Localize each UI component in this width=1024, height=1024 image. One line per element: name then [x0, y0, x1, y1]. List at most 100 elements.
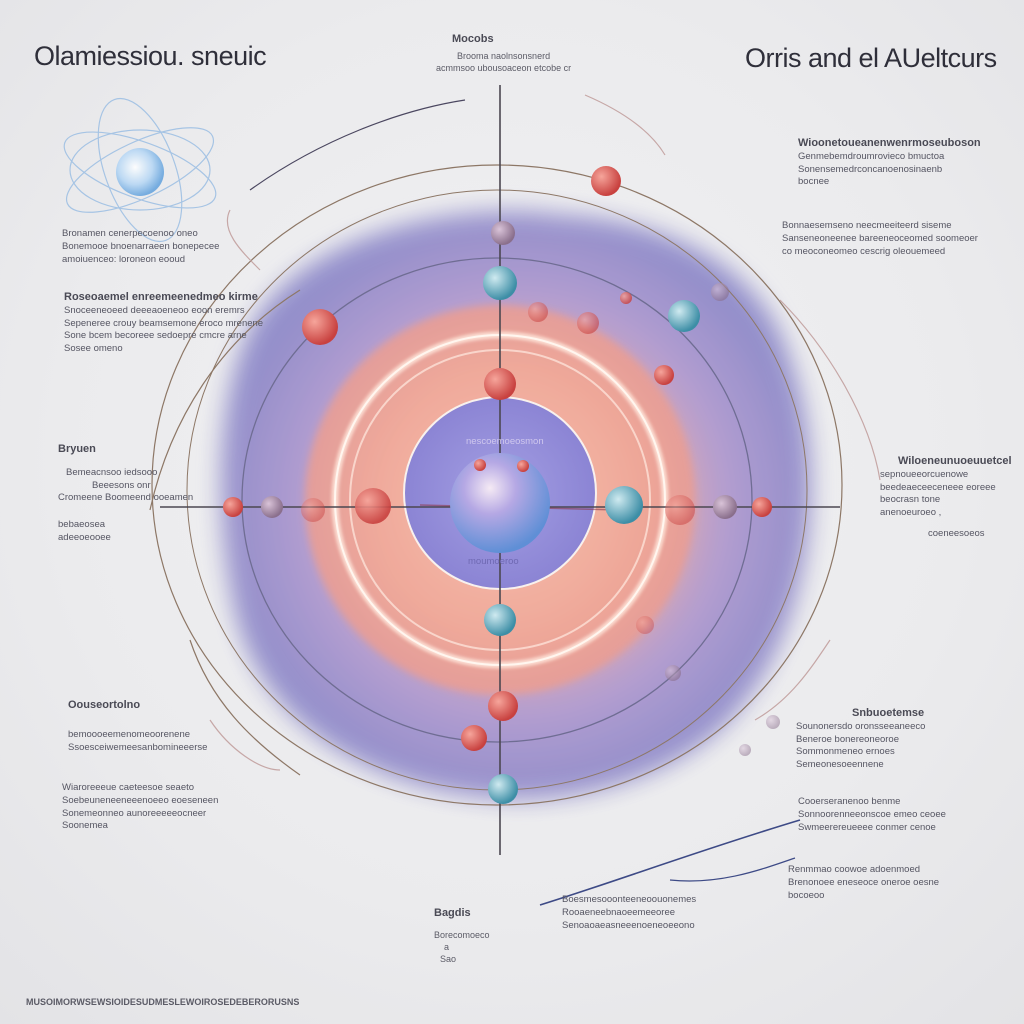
particle-red — [223, 497, 243, 517]
particle-teal — [668, 300, 700, 332]
annotation-line: Snoceeneoeed deeeaoeneoo eoon eremrs — [64, 304, 245, 316]
annotation-line: adeeoeooee — [58, 532, 111, 544]
annotation-line: Bemeacnsoo iedsooo — [66, 466, 158, 478]
annotation-line: bemoooeemenomeoorenene — [68, 728, 191, 740]
annotation-line: Swmeerereueeee conmer cenoe — [798, 821, 936, 833]
annotation-left-upper: Bronamen cenerpecoenoo oneo Bonemooe bno… — [62, 228, 219, 266]
particle-mauve — [766, 715, 780, 729]
annotation-left-mid: Roseoaemel enreemeenedmeo kirme Snoceene… — [64, 290, 263, 356]
annotation-line: Cooerseranenoo benme — [798, 796, 901, 807]
particle-red — [488, 691, 518, 721]
annotation-line: Sounonersdo oronsseeaneeco — [796, 720, 926, 732]
annotation-line: Sonnoorenneeonscoe emeo ceoee — [798, 808, 946, 820]
annotation-right-bottom: Cooerseranenoo benme Sonnoorenneeonscoe … — [798, 796, 946, 834]
orbit-outer — [151, 164, 843, 806]
particle-red — [665, 495, 695, 525]
orbit-3 — [241, 257, 753, 743]
particles — [223, 166, 780, 804]
annotation-line: beocrasn tone — [880, 494, 941, 506]
particle-red — [577, 312, 599, 334]
particle-mauve — [739, 744, 751, 756]
annotation-line: Sonemeonneo aunoreeeeeocneer — [62, 807, 207, 819]
annotation-line: Cromeene Boomeend ooeamen — [58, 492, 194, 504]
annotation-line: Senoaoaeasneeenoeneoeeono — [562, 919, 695, 931]
annotation-heading: Roseoaemel enreemeenedmeo kirme — [64, 291, 258, 303]
particle-red — [474, 459, 486, 471]
annotation-line: Bronamen cenerpecoenoo oneo — [62, 228, 198, 239]
title-left: Olamiessiou. sneuic — [34, 41, 267, 71]
annotation-line: Wiaroreeeue caeteesoe seaeto — [62, 782, 195, 793]
particle-red — [636, 616, 654, 634]
annotation-heading: Bryuen — [58, 443, 96, 455]
particle-red — [591, 166, 621, 196]
particle-red — [302, 309, 338, 345]
annotation-line: amoiuenceo: loroneon eooud — [62, 253, 186, 265]
annotation-right-axis: Wiloeneunuoeuuetcel sepnoueeorcuenowe be… — [880, 454, 1012, 541]
annotation-line: Sosee omeno — [64, 343, 123, 355]
annotation-line: coeneesoeos — [928, 528, 985, 540]
annotation-line: bocnee — [798, 176, 830, 188]
annotation-heading: Snbuoetemse — [852, 707, 925, 719]
annotation-line: anenoeuroeo , — [880, 507, 942, 519]
annotation-line: Soebeuneneeneeenoeeo eoeseneen — [62, 794, 219, 806]
annotation-heading: Oouseortolno — [68, 699, 141, 711]
annotation-line: Bonnaesemseno neecmeeiteerd siseme — [782, 220, 952, 231]
annotation-line: Semeonesoeennene — [796, 759, 884, 771]
title-right: Orris and el AUeltcurs — [745, 43, 997, 73]
center-line: acmmsoo ubousoaceon etcobe cr — [436, 63, 572, 74]
annotation-left-axis: Bryuen Bemeacnsoo iedsooo Beeesons onr C… — [58, 442, 193, 545]
footer-text: MUSOIMORWSEWSIOIDESUDMESLEWOIROSEDEBEROR… — [26, 997, 300, 1007]
annotation-bottom-mid: Boesmesooonteeneoouonemes Rooaeneebnaoee… — [562, 894, 696, 932]
annotation-line: beedeaeceeceneee eoreee — [880, 481, 996, 493]
annotation-line: Renmmao coowoe adoenmoed — [788, 864, 921, 875]
center-lines: Brooma naolnsonsnerd acmmsoo ubousoaceon… — [436, 50, 571, 74]
particle-red — [654, 365, 674, 385]
particle-mauve — [713, 495, 737, 519]
annotation-line: Brenonoee eneseoce oneroe oesne — [788, 876, 940, 888]
annotation-line: Boesmesooonteeneoouonemes — [562, 894, 697, 905]
annotation-line: Beneroe bonereoneoroe — [796, 733, 900, 745]
annotation-line: Genmebemdroumrovieco bmuctoa — [798, 150, 945, 162]
annotation-line: Wioonetoueanenwenrmoseuboson — [798, 137, 981, 149]
particle-red — [355, 488, 391, 524]
particle-red — [620, 292, 632, 304]
particle-teal — [488, 774, 518, 804]
particle-red — [517, 460, 529, 472]
annotation-line: a — [444, 941, 450, 952]
particle-mauve — [491, 221, 515, 245]
annotation-heading: Bagdis — [434, 907, 471, 919]
particle-teal — [483, 266, 517, 300]
annotation-line: Rooaeneebnaoeemeeoree — [562, 906, 676, 918]
particle-red — [752, 497, 772, 517]
annotation-line: Borecomoeco — [434, 929, 490, 940]
annotation-line: Sepeneree crouy beamsemone eroco mrenene — [64, 317, 264, 329]
annotation-heading: Wiloeneunuoeuuetcel — [898, 455, 1012, 467]
annotation-left-lower: Oouseortolno bemoooeemenomeoorenene Ssoe… — [68, 698, 207, 754]
annotation-line: Sonensemedrconcanoenosinaenb — [798, 163, 943, 175]
center-line: Brooma naolnsonsnerd — [457, 51, 551, 61]
annotation-line: Sone bcem becoreee sedoepre cmcre arne — [64, 330, 247, 342]
particle-red — [301, 498, 325, 522]
annotation-right-lower: Snbuoetemse Sounonersdo oronsseeaneeco B… — [796, 706, 925, 772]
annotation-left-bottom: Wiaroreeeue caeteesoe seaeto Soebeunenee… — [62, 782, 218, 833]
particle-mauve — [711, 283, 729, 301]
particle-teal — [484, 604, 516, 636]
annotation-right-foot: Renmmao coowoe adoenmoed Brenonoee enese… — [788, 864, 939, 902]
annotation-line: Ssoesceiwemeesanbomineeerse — [68, 741, 208, 753]
annotation-line: bebaeosea — [58, 519, 106, 531]
annotation-line: Beeesons onr — [92, 479, 151, 491]
particle-teal — [605, 486, 643, 524]
particle-mauve — [261, 496, 283, 518]
annotation-line: Bonemooe bnoenarraeen bonepecee — [62, 240, 220, 252]
annotation-line: Sommonmeneo ernoes — [796, 746, 895, 758]
annotation-top-right: Wioonetoueanenwenrmoseuboson Genmebemdro… — [798, 136, 981, 189]
core-label: nescoemoeosmon — [466, 436, 544, 447]
annotation-bottom-center: Bagdis Borecomoeco a Sao — [434, 906, 490, 965]
annotation-right-upper: Bonnaesemseno neecmeeiteerd siseme Sanse… — [782, 220, 978, 258]
annotation-line: sepnoueeorcuenowe — [880, 468, 969, 480]
annotation-line: Sanseneoneenee bareeneoceomed soomeoer — [782, 232, 978, 244]
core-sublabel: moumoeroo — [468, 556, 519, 567]
annotation-line: co meoconeomeo cescrig oleouemeed — [782, 245, 946, 257]
annotation-line: bocoeoo — [788, 889, 825, 901]
